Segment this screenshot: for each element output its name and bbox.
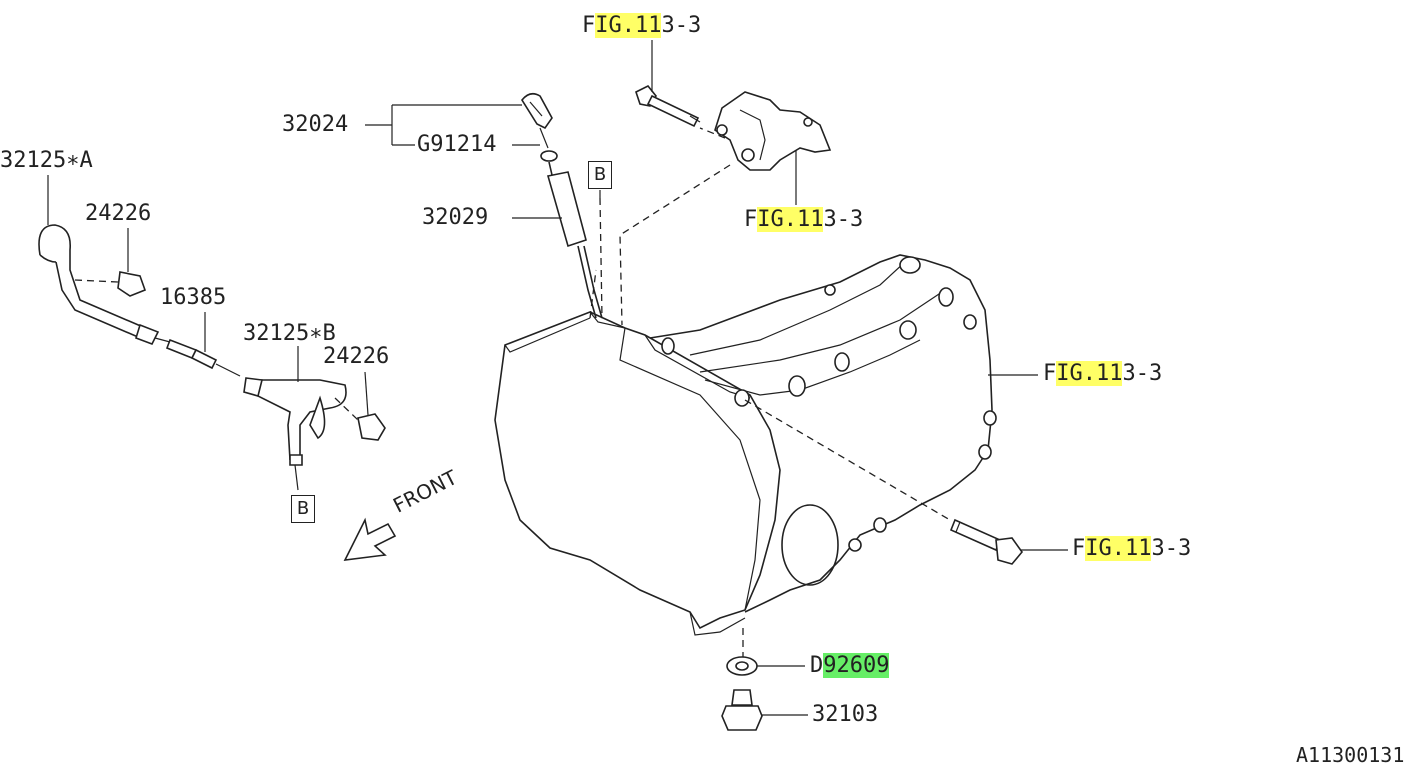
part-24226-label-2[interactable]: 24226 [323, 344, 390, 369]
mount-bracket [714, 91, 832, 171]
front-arrow [343, 517, 397, 561]
ref-fig-bolt[interactable]: FIG.113-3 [1072, 536, 1192, 561]
part-32103-label[interactable]: 32103 [812, 702, 879, 727]
breather-hoses [38, 224, 386, 491]
ref-fig-top[interactable]: FIG.113-3 [582, 13, 702, 38]
ref-fig-right-suffix: 3-3 [1122, 361, 1163, 386]
part-g91214-label[interactable]: G91214 [417, 132, 497, 157]
bolt-top [635, 84, 701, 128]
part-32029-label[interactable]: 32029 [422, 205, 489, 230]
leader-lines [47, 40, 1068, 716]
part-32125a-label[interactable]: 32125∗A [0, 148, 93, 173]
part-32125b-label[interactable]: 32125∗B [243, 321, 336, 346]
ref-fig-bolt-highlight: IG.11 [1085, 536, 1152, 561]
part-d92609-prefix: D [810, 653, 824, 678]
bolt-right [949, 518, 1024, 565]
ref-fig-bracket-highlight: IG.11 [757, 207, 824, 232]
diagram-id: A11300131 [1296, 743, 1405, 767]
ref-fig-bracket-suffix: 3-3 [823, 207, 864, 232]
transmission-case [494, 254, 997, 636]
drain-plug [721, 656, 763, 731]
ref-fig-right[interactable]: FIG.113-3 [1043, 361, 1163, 386]
connector-b-bottom: B [291, 495, 315, 523]
ref-fig-top-prefix: F [582, 13, 596, 38]
part-16385-label[interactable]: 16385 [160, 285, 227, 310]
part-d92609-label[interactable]: D92609 [810, 653, 890, 678]
part-32024-label[interactable]: 32024 [282, 112, 349, 137]
ref-fig-right-highlight: IG.11 [1056, 361, 1123, 386]
connector-b-top: B [588, 161, 612, 189]
ref-fig-bracket[interactable]: FIG.113-3 [744, 207, 864, 232]
ref-fig-bolt-suffix: 3-3 [1151, 536, 1192, 561]
ref-fig-top-highlight: IG.11 [595, 13, 662, 38]
dipstick-assembly [521, 92, 603, 319]
part-d92609-highlight: 92609 [823, 653, 890, 678]
ref-fig-top-suffix: 3-3 [661, 13, 702, 38]
part-24226-label-1[interactable]: 24226 [85, 201, 152, 226]
ref-fig-bolt-prefix: F [1072, 536, 1086, 561]
ref-fig-right-prefix: F [1043, 361, 1057, 386]
ref-fig-bracket-prefix: F [744, 207, 758, 232]
